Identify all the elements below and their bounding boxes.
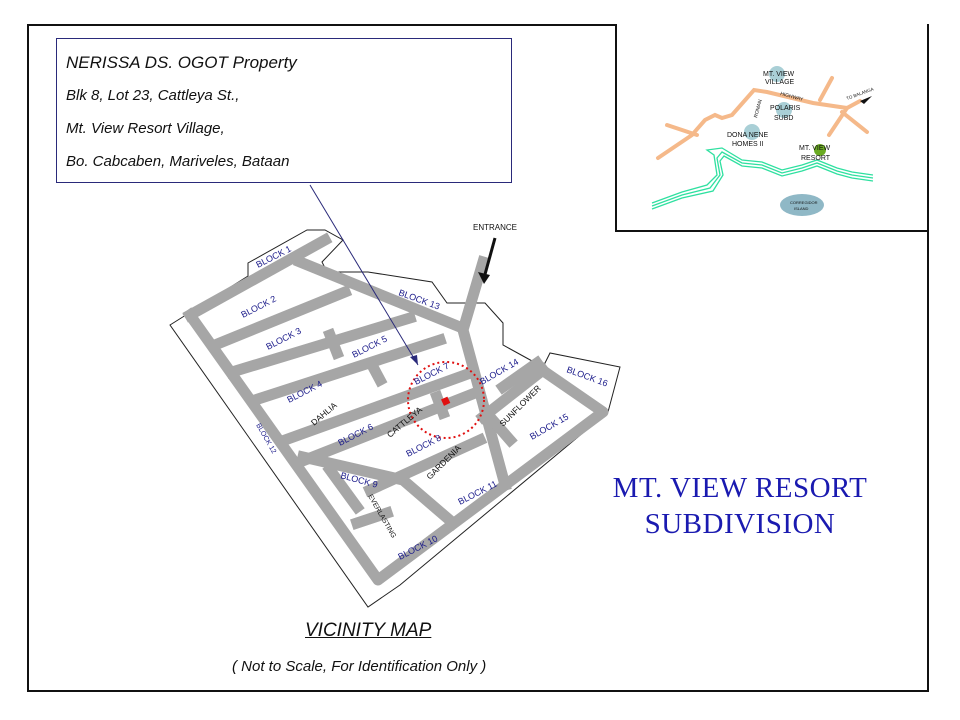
title-line-1: MT. VIEW RESORT (612, 472, 868, 504)
entrance-label: ENTRANCE (473, 223, 517, 232)
label-mt-view-resort-2: RESORT (801, 155, 831, 162)
label-dona-nene-2: HOMES II (732, 141, 764, 148)
property-highlight-circle (407, 361, 485, 439)
label-polaris-2: SUBD (774, 115, 793, 122)
vicinity-map-title: VICINITY MAP (305, 620, 432, 641)
title-line-2: SUBDIVISION (644, 508, 836, 540)
label-corregidor-2: ISLAND (794, 206, 809, 211)
property-marker (441, 396, 451, 406)
property-info-box: NERISSA DS. OGOT Property Blk 8, Lot 23,… (56, 38, 512, 183)
label-dona-nene: DONA NENE (727, 132, 769, 139)
direction-arrow-icon (860, 96, 872, 104)
label-roman: ROMAN (753, 99, 764, 119)
location-inset-map: MT. VIEW VILLAGE POLARIS SUBD DONA NENE … (615, 24, 929, 232)
inset-roads (656, 76, 869, 160)
map-frame (27, 24, 929, 692)
polaris-marker (776, 102, 792, 118)
municipality: Bo. Cabcaben, Mariveles, Bataan (66, 153, 290, 170)
inset-river (651, 147, 874, 210)
pointer-line (309, 184, 419, 366)
entrance-arrowhead-icon (478, 272, 490, 284)
label-corregidor: CORREGIDOR (790, 200, 818, 205)
owner-name: NERISSA DS. OGOT Property (66, 53, 297, 72)
village-name: Mt. View Resort Village, (66, 120, 225, 137)
subdivision-boundary (169, 229, 621, 608)
corregidor-island (780, 194, 824, 216)
mt-view-resort-marker (814, 144, 826, 156)
label-mt-view-village: MT. VIEW (763, 71, 795, 78)
lot-address: Blk 8, Lot 23, Cattleya St., (66, 87, 240, 104)
label-mt-view-village-2: VILLAGE (765, 79, 795, 86)
subdivision-roads (182, 232, 609, 586)
pointer-arrow-icon (410, 355, 418, 365)
label-mt-view-resort: MT. VIEW (799, 145, 831, 152)
mt-view-village-marker (769, 66, 785, 82)
label-polaris: POLARIS (770, 105, 801, 112)
dona-nene-marker (744, 124, 760, 140)
scale-note: ( Not to Scale, For Identification Only … (232, 658, 487, 675)
entrance-arrow-icon (482, 237, 497, 279)
subdivision-title: MT. VIEW RESORT SUBDIVISION (560, 470, 920, 542)
